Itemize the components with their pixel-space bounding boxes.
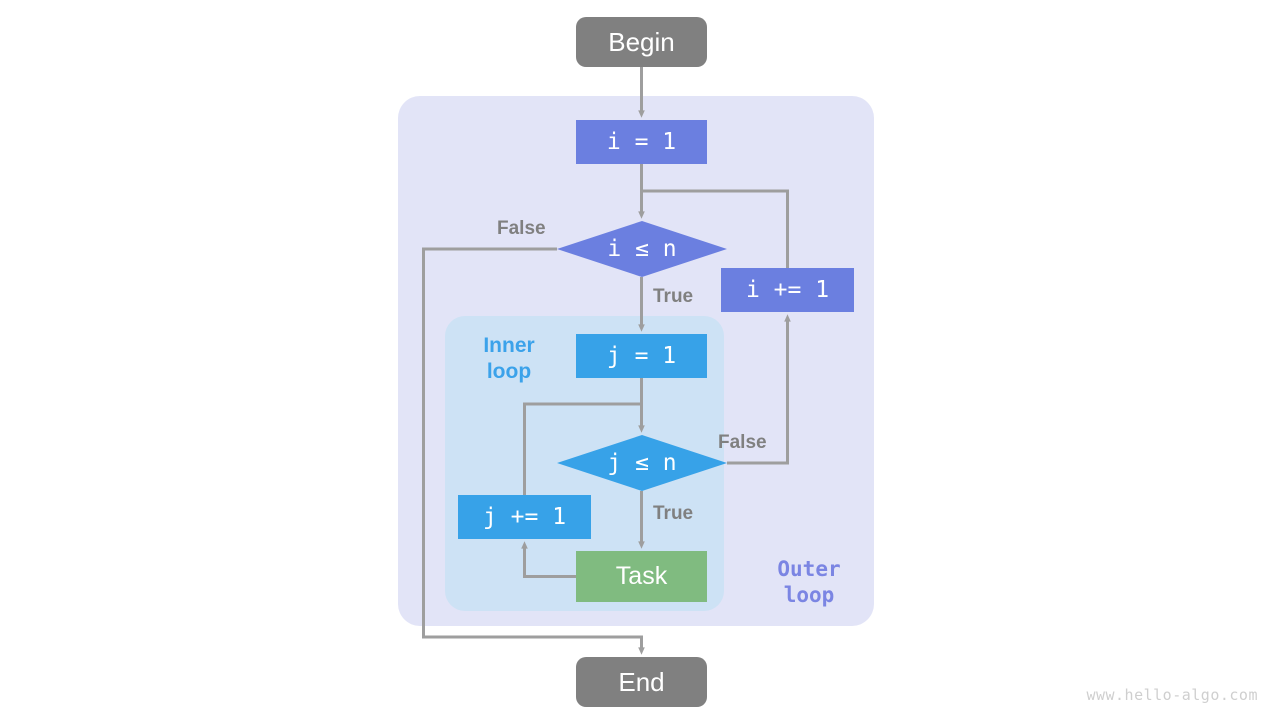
node-begin[interactable]: Begin bbox=[576, 17, 707, 67]
diamond-shape-i bbox=[557, 221, 727, 277]
node-i-init[interactable]: i = 1 bbox=[576, 120, 707, 164]
branch-label-j-true: True bbox=[653, 503, 694, 524]
node-i-decision[interactable]: i ≤ n bbox=[557, 221, 727, 277]
node-end[interactable]: End bbox=[576, 657, 707, 707]
outer-loop-caption: Outer loop bbox=[777, 557, 841, 607]
branch-label-i-false: False bbox=[497, 218, 546, 239]
node-j-decision[interactable]: j ≤ n bbox=[557, 435, 727, 491]
branch-label-i-true: True bbox=[653, 286, 694, 307]
node-j-increment[interactable]: j += 1 bbox=[458, 495, 591, 539]
watermark: www.hello-algo.com bbox=[1086, 686, 1258, 704]
node-task[interactable]: Task bbox=[576, 551, 707, 602]
branch-label-j-false: False bbox=[718, 432, 767, 453]
diamond-shape-j bbox=[557, 435, 727, 491]
node-i-increment[interactable]: i += 1 bbox=[721, 268, 854, 312]
inner-loop-caption: Inner loop bbox=[483, 334, 535, 383]
node-j-init[interactable]: j = 1 bbox=[576, 334, 707, 378]
